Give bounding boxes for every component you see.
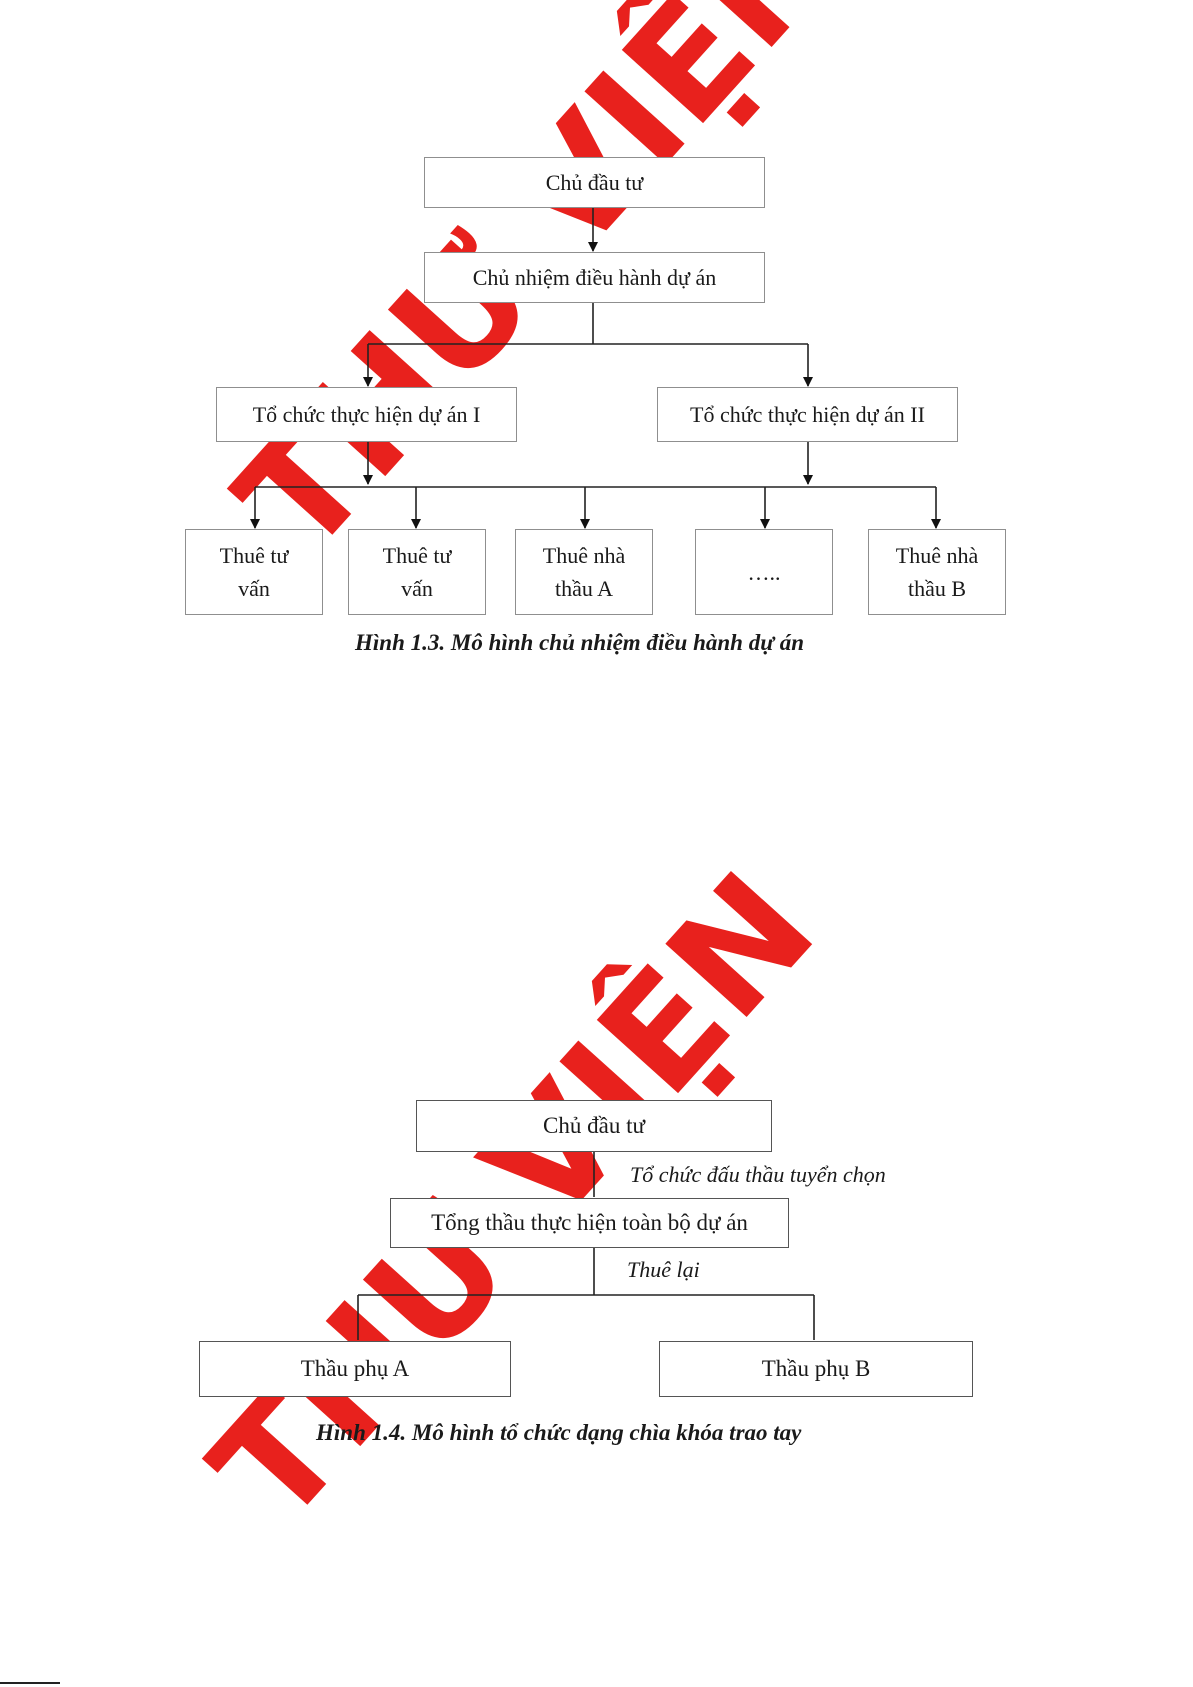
leaf-label-line1: Thuê nhà (542, 543, 626, 568)
investor-label-2: Chủ đầu tư (543, 1113, 645, 1138)
footer-rule (0, 1682, 60, 1684)
project-org-2-box: Tổ chức thực hiện dự án II (657, 387, 958, 442)
subcontractor-a-label: Thầu phụ A (300, 1356, 410, 1381)
figure-2-caption: Hình 1.4. Mô hình tổ chức dạng chìa khóa… (316, 1420, 802, 1445)
project-manager-box: Chủ nhiệm điều hành dự án (424, 252, 765, 303)
investor-label: Chủ đầu tư (545, 170, 644, 195)
general-contractor-box: Tổng thầu thực hiện toàn bộ dự án (390, 1198, 789, 1248)
leaf-box-ellipsis: ….. (695, 529, 833, 615)
investor-box: Chủ đầu tư (424, 157, 765, 208)
subcontractor-a-box: Thầu phụ A (199, 1341, 511, 1397)
leaf-label-line1: Thuê nhà (895, 543, 979, 568)
bidding-label: Tổ chức đấu thầu tuyển chọn (630, 1162, 886, 1187)
leaf-label-line1: Thuê tư (382, 543, 452, 568)
leaf-label-line2: vấn (401, 576, 433, 601)
leaf-label-line2: thầu A (554, 576, 614, 601)
leaf-box-contractor-b: Thuê nhà thầu B (868, 529, 1006, 615)
leaf-label-line1: Thuê tư (219, 543, 289, 568)
project-org-1-box: Tổ chức thực hiện dự án I (216, 387, 517, 442)
leaf-label-line2: thầu B (907, 576, 967, 601)
figure-1-caption: Hình 1.3. Mô hình chủ nhiệm điều hành dự… (355, 630, 805, 655)
leaf-box-consultant-2: Thuê tư vấn (348, 529, 486, 615)
project-manager-label: Chủ nhiệm điều hành dự án (472, 265, 717, 290)
project-org-2-label: Tổ chức thực hiện dự án II (690, 402, 925, 427)
subcontractor-b-box: Thầu phụ B (659, 1341, 973, 1397)
subcontractor-b-label: Thầu phụ B (761, 1356, 871, 1381)
general-contractor-label: Tổng thầu thực hiện toàn bộ dự án (431, 1210, 748, 1235)
leaf-label-line1: ….. (747, 559, 781, 585)
subcontract-label: Thuê lại (627, 1257, 700, 1282)
investor-box-2: Chủ đầu tư (416, 1100, 772, 1152)
leaf-label-line2: vấn (238, 576, 270, 601)
leaf-box-consultant-1: Thuê tư vấn (185, 529, 323, 615)
project-org-1-label: Tổ chức thực hiện dự án I (252, 402, 481, 427)
leaf-box-contractor-a: Thuê nhà thầu A (515, 529, 653, 615)
